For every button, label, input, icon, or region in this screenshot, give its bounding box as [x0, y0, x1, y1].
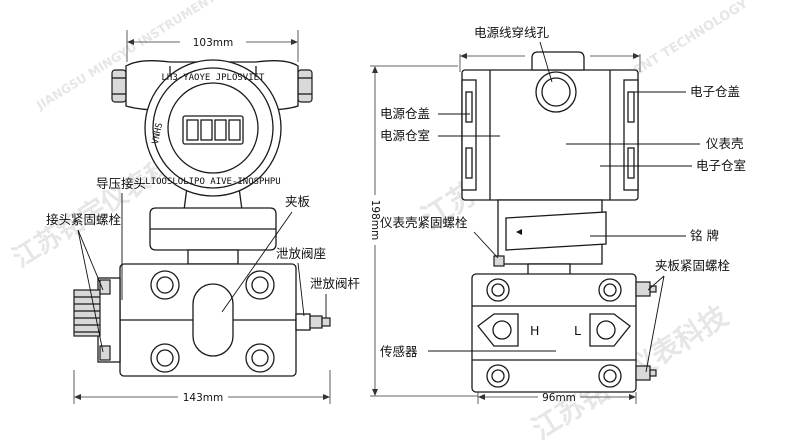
label-housing-bolt: 仪表壳紧固螺栓: [380, 215, 468, 230]
label-nameplate: 铭 牌: [690, 228, 719, 243]
dim-left-bottom: 143mm: [183, 392, 224, 404]
left-view: 103mm LH3-YAOYE JPLOSVIET VNHS LIOOSLOLI…: [46, 30, 361, 404]
label-power-cable-hole: 电源线穿线孔: [474, 25, 550, 40]
label-power-chamber: 电源仓室: [380, 128, 430, 143]
label-drain-valve-stem: 泄放阀杆: [310, 276, 361, 291]
right-view: 123mm 198mm: [369, 25, 746, 404]
label-sensor: 传感器: [380, 344, 418, 359]
dial-text-top: LH3-YAOYE JPLOSVIET: [162, 73, 266, 83]
label-clamp-plate: 夹板: [285, 194, 311, 209]
label-electronics-chamber: 电子仓室: [696, 158, 746, 173]
label-housing: 仪表壳: [706, 136, 744, 151]
label-clamp-bolt: 夹板紧固螺栓: [655, 258, 731, 273]
dim-right-bottom: 96mm: [542, 392, 576, 404]
label-drain-valve-seat: 泄放阀座: [276, 246, 326, 261]
dim-right-height: 198mm: [369, 200, 381, 241]
dim-left-top: 103mm: [193, 37, 234, 49]
label-connector-bolt: 接头紧固螺栓: [46, 212, 122, 227]
label-low-side: L: [574, 323, 581, 338]
label-power-cover: 电源仓盖: [380, 106, 430, 121]
label-high-side: H: [530, 323, 539, 338]
label-pressure-connector: 导压接头: [96, 176, 146, 191]
dial-text-left: VNHS: [151, 122, 165, 145]
dial-text-bottom: LIOOSLOLIPO AIVE-INOSPHPU: [145, 177, 280, 187]
label-electronics-cover: 电子仓盖: [690, 84, 740, 99]
